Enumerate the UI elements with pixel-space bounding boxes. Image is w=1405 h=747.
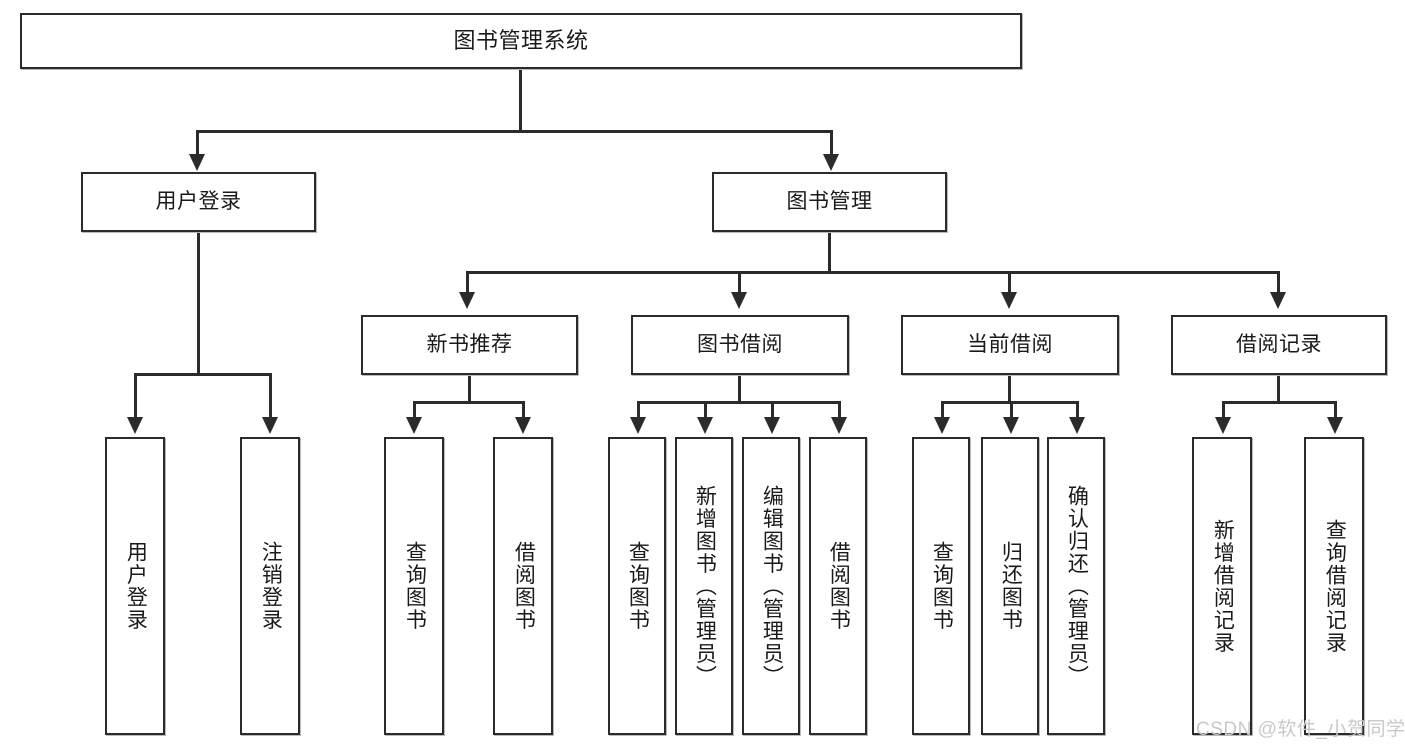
connector-user-login-leaf-2 — [269, 373, 272, 418]
connector-level3-bus — [466, 271, 1280, 274]
connector-to-book-borrow — [738, 271, 741, 293]
node-label: 编辑图书（管理员） — [760, 484, 784, 688]
arrowhead-nb-leaf-1 — [406, 417, 422, 434]
connector-book-manage-stem — [828, 231, 831, 273]
arrowhead-leaf-user-login — [127, 417, 143, 434]
node-leaf-return-book[interactable]: 归还图书 — [981, 437, 1039, 735]
node-label: 确认归还（管理员） — [1065, 484, 1089, 688]
node-leaf-confirm-return-admin[interactable]: 确认归还（管理员） — [1047, 437, 1105, 735]
connector-current-borrow-stem — [1008, 374, 1011, 403]
connector-new-book-leaf-2 — [522, 401, 525, 418]
node-label: 图书管理系统 — [453, 28, 589, 54]
node-borrow-record[interactable]: 借阅记录 — [1171, 315, 1387, 375]
node-root-book-management-system[interactable]: 图书管理系统 — [20, 13, 1022, 69]
connector-book-borrow-bus — [637, 401, 841, 404]
connector-borrow-record-stem — [1277, 374, 1280, 403]
connector-user-login-stem — [197, 231, 200, 375]
node-label: 查询借阅记录 — [1323, 518, 1347, 654]
connector-cb-leaf-2 — [1010, 401, 1013, 418]
connector-level2-bus — [196, 130, 833, 133]
node-label: 新增借阅记录 — [1211, 518, 1235, 654]
arrowhead-cb-leaf-1 — [934, 417, 950, 434]
node-label: 借阅图书 — [512, 541, 536, 631]
connector-bb-leaf-2 — [704, 401, 707, 418]
connector-current-borrow-bus — [941, 401, 1078, 404]
node-leaf-add-borrow-record[interactable]: 新增借阅记录 — [1192, 437, 1252, 735]
arrowhead-user-login — [189, 154, 205, 171]
arrowhead-bb-leaf-3 — [764, 417, 780, 434]
node-leaf-borrow-book-recommend[interactable]: 借阅图书 — [493, 437, 553, 735]
connector-new-book-leaf-1 — [413, 401, 416, 418]
node-label: 图书借阅 — [697, 332, 783, 356]
node-leaf-edit-book-admin[interactable]: 编辑图书（管理员） — [742, 437, 800, 735]
arrowhead-bb-leaf-2 — [697, 417, 713, 434]
arrowhead-book-manage — [823, 154, 839, 171]
node-book-borrow[interactable]: 图书借阅 — [631, 315, 849, 375]
connector-root-stem — [519, 68, 522, 132]
arrowhead-bb-leaf-4 — [831, 417, 847, 434]
node-leaf-query-borrow-record[interactable]: 查询借阅记录 — [1304, 437, 1364, 735]
arrowhead-bb-leaf-1 — [630, 417, 646, 434]
connector-to-borrow-record — [1277, 271, 1280, 293]
connector-br-leaf-2 — [1334, 401, 1337, 418]
connector-cb-leaf-3 — [1076, 401, 1079, 418]
node-leaf-query-book-borrow[interactable]: 查询图书 — [608, 437, 666, 735]
arrowhead-cb-leaf-2 — [1003, 417, 1019, 434]
connector-new-book-stem — [468, 374, 471, 403]
connector-br-leaf-1 — [1222, 401, 1225, 418]
arrowhead-book-borrow — [731, 292, 747, 309]
arrowhead-br-leaf-2 — [1327, 417, 1343, 434]
node-label: 用户登录 — [155, 189, 242, 213]
connector-user-login-leaf-1 — [134, 373, 137, 418]
node-label: 用户登录 — [124, 541, 148, 631]
arrowhead-br-leaf-1 — [1215, 417, 1231, 434]
node-leaf-query-book-current[interactable]: 查询图书 — [912, 437, 970, 735]
node-label: 查询图书 — [930, 541, 954, 631]
arrowhead-borrow-record — [1270, 292, 1286, 309]
connector-to-book-manage — [830, 130, 833, 156]
node-label: 新增图书（管理员） — [693, 484, 717, 688]
connector-bb-leaf-4 — [838, 401, 841, 418]
node-label: 查询图书 — [403, 541, 427, 631]
node-user-login[interactable]: 用户登录 — [81, 172, 316, 232]
connector-new-book-bus — [413, 401, 525, 404]
connector-to-user-login — [196, 130, 199, 156]
arrowhead-leaf-logout — [262, 417, 278, 434]
node-label: 新书推荐 — [426, 332, 513, 356]
node-leaf-add-book-admin[interactable]: 新增图书（管理员） — [675, 437, 733, 735]
node-leaf-borrow-book[interactable]: 借阅图书 — [809, 437, 867, 735]
connector-to-current-borrow — [1008, 271, 1011, 293]
connector-user-login-bus — [134, 373, 271, 376]
arrowhead-cb-leaf-3 — [1069, 417, 1085, 434]
node-label: 借阅记录 — [1236, 332, 1322, 356]
node-new-book-recommend[interactable]: 新书推荐 — [361, 315, 578, 375]
node-label: 注销登录 — [259, 541, 283, 631]
connector-borrow-record-bus — [1222, 401, 1337, 404]
connector-bb-leaf-1 — [637, 401, 640, 418]
node-label: 归还图书 — [999, 541, 1023, 631]
connector-book-borrow-stem — [738, 374, 741, 403]
connector-cb-leaf-1 — [941, 401, 944, 418]
node-label: 图书管理 — [786, 189, 873, 213]
node-leaf-query-book-recommend[interactable]: 查询图书 — [384, 437, 444, 735]
arrowhead-current-borrow — [1001, 292, 1017, 309]
node-current-borrow[interactable]: 当前借阅 — [901, 315, 1119, 375]
connector-to-new-book — [466, 271, 469, 293]
node-book-management[interactable]: 图书管理 — [712, 172, 947, 232]
node-label: 当前借阅 — [967, 332, 1053, 356]
node-leaf-logout[interactable]: 注销登录 — [240, 437, 300, 735]
node-leaf-user-login[interactable]: 用户登录 — [105, 437, 165, 735]
arrowhead-new-book — [459, 292, 475, 309]
node-label: 查询图书 — [626, 541, 650, 631]
node-label: 借阅图书 — [827, 541, 851, 631]
connector-bb-leaf-3 — [771, 401, 774, 418]
arrowhead-nb-leaf-2 — [515, 417, 531, 434]
